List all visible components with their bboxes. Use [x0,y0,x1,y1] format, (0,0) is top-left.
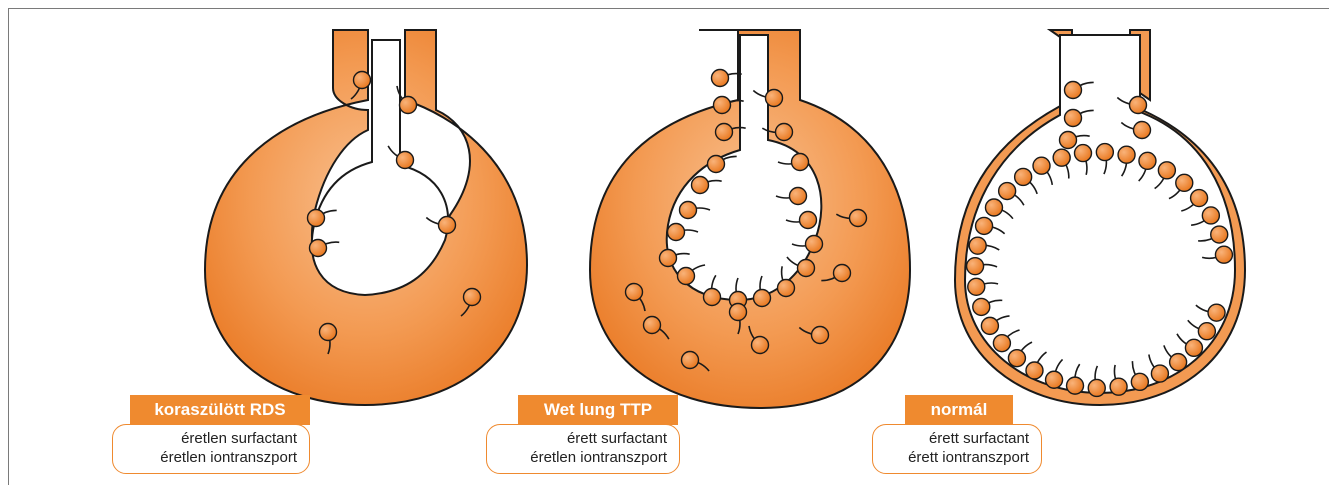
panel-title-normal: normál [905,395,1013,425]
desc-line-2: éretlen iontranszport [499,448,667,467]
panel-desc-normal: érett surfactant érett iontranszport [872,424,1042,474]
panel-desc-rds: éretlen surfactant éretlen iontranszport [112,424,310,474]
desc-line-2: éretlen iontranszport [125,448,297,467]
desc-line-1: éretlen surfactant [125,429,297,448]
desc-line-2: érett iontranszport [885,448,1029,467]
desc-line-1: érett surfactant [499,429,667,448]
desc-line-1: érett surfactant [885,429,1029,448]
panel-title-rds: koraszülött RDS [130,395,310,425]
panel-desc-ttp: érett surfactant éretlen iontranszport [486,424,680,474]
panel-title-ttp: Wet lung TTP [518,395,678,425]
